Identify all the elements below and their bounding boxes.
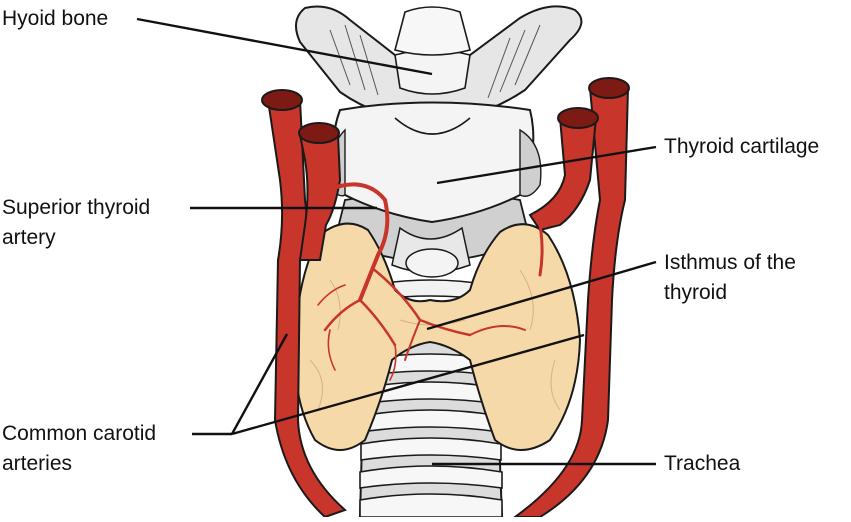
label-isthmus-line2: thyroid [664, 281, 728, 304]
leader-hyoid-bone [136, 17, 433, 76]
common-carotid-arteries [261, 77, 630, 519]
label-isthmus-line1: Isthmus of the [664, 251, 796, 274]
label-trachea: Trachea [664, 452, 741, 475]
label-common-carotid-arteries-line1: Common carotid [2, 422, 157, 445]
label-superior-thyroid-artery: Superior thyroid artery [2, 193, 150, 253]
leader-lines [136, 17, 657, 466]
label-superior-thyroid-artery-line1: Superior thyroid [2, 196, 151, 219]
leader-carotid-right [231, 333, 585, 436]
superior-thyroid-artery [317, 182, 544, 381]
hyoid-bone [295, 5, 583, 124]
leader-thyroid-cartilage [436, 145, 657, 185]
label-isthmus-of-the-thyroid: Isthmus of the thyroid [664, 248, 796, 308]
label-hyoid-bone: Hyoid bone [2, 7, 109, 30]
label-common-carotid-arteries: Common carotid arteries [2, 419, 156, 479]
label-superior-thyroid-artery-line2: artery [2, 226, 56, 249]
label-common-carotid-arteries-line2: arteries [2, 452, 73, 475]
trachea [358, 279, 504, 518]
leader-isthmus [426, 260, 657, 331]
leader-carotid-left [230, 333, 289, 435]
label-thyroid-cartilage: Thyroid cartilage [664, 135, 820, 158]
